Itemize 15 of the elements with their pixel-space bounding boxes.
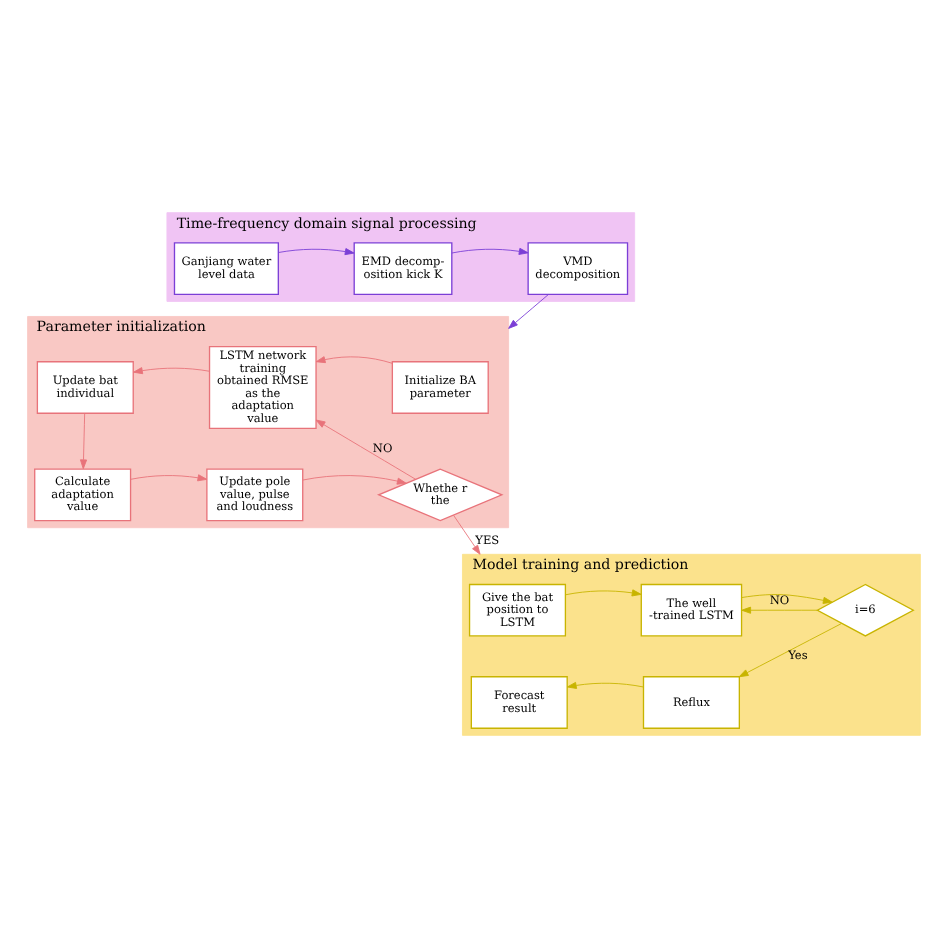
arrow [278, 248, 355, 256]
arrow [315, 356, 393, 364]
arrow [79, 412, 88, 470]
arrow [566, 681, 644, 689]
arrow [738, 623, 842, 678]
arrow [302, 475, 407, 485]
arrow [508, 294, 549, 329]
arrow [741, 606, 818, 614]
arrow [453, 514, 481, 555]
arrow [315, 419, 417, 480]
arrow [565, 589, 642, 597]
arrow [130, 474, 208, 482]
arrow [133, 367, 210, 375]
arrow [451, 247, 529, 255]
arrow [741, 594, 833, 604]
